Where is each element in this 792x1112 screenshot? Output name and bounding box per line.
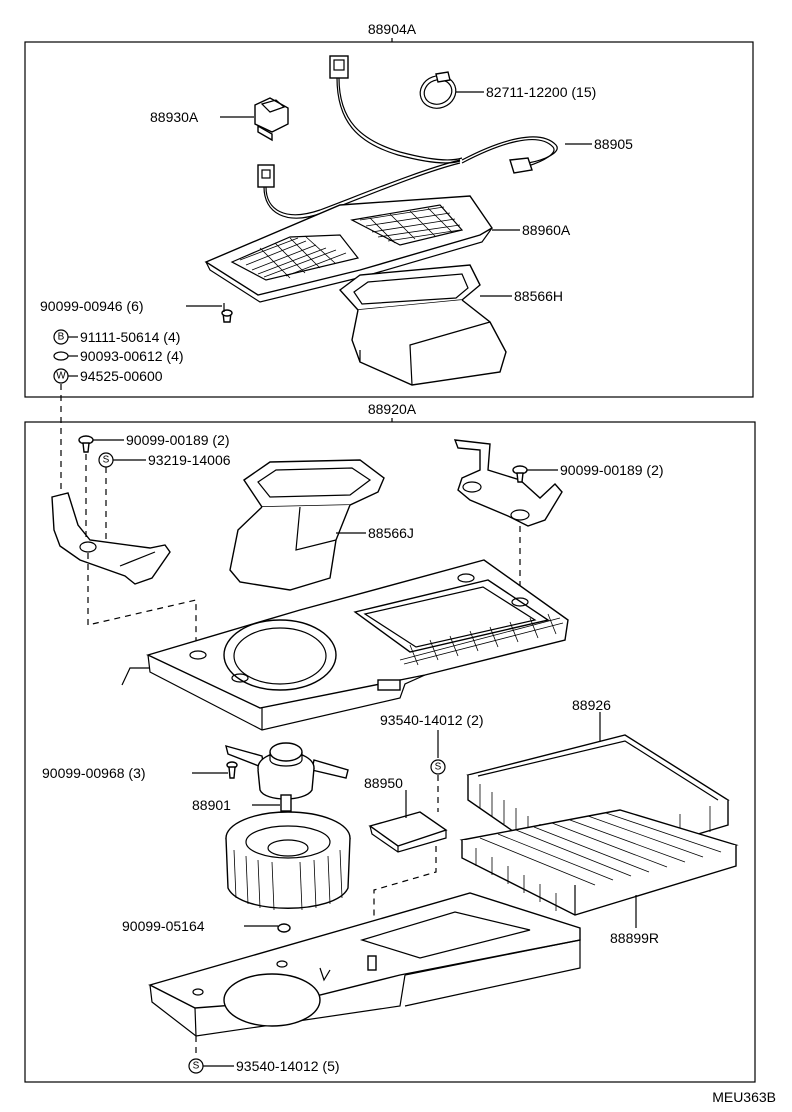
hardware-list-top: B 91111-50614 (4) 90093-00612 (4) W 9452…	[53, 329, 184, 384]
part-90099-05164-clip: 90099-05164	[122, 918, 291, 934]
symbol-b: B	[58, 332, 65, 343]
label-93540-14012-2: 93540-14012 (2)	[380, 712, 484, 728]
label-88899r: 88899R	[610, 930, 659, 946]
part-88930a-switch: 88930A	[150, 97, 289, 142]
part-right-bracket	[453, 439, 563, 527]
label-94525-00600: 94525-00600	[80, 368, 163, 384]
part-left-bracket	[51, 492, 171, 585]
part-93219-14006: S 93219-14006	[98, 452, 231, 540]
assembly-top-label: 88904A	[368, 21, 417, 37]
part-88950-resistor: 88950	[364, 775, 448, 950]
assembly-88920a: 88920A 90099-00189 (2) S 93219-14006	[24, 384, 756, 1083]
label-88566h: 88566H	[514, 288, 563, 304]
label-88901: 88901	[192, 797, 231, 813]
part-93540-14012-5: S 93540-14012 (5)	[188, 1036, 340, 1074]
label-90099-00946: 90099-00946 (6)	[40, 298, 144, 314]
label-93219-14006: 93219-14006	[148, 452, 231, 468]
label-88566j: 88566J	[368, 525, 414, 541]
label-90099-05164: 90099-05164	[122, 918, 205, 934]
label-90093-00612: 90093-00612 (4)	[80, 348, 184, 364]
part-82711-clamp: 82711-12200 (15)	[419, 71, 596, 109]
part-90099-00946-screw: 90099-00946 (6)	[40, 298, 233, 323]
label-90099-00968: 90099-00968 (3)	[42, 765, 146, 781]
label-88950: 88950	[364, 775, 403, 791]
label-90099-00189-left: 90099-00189 (2)	[126, 432, 230, 448]
part-88905-wire-harness: 88905	[257, 55, 633, 219]
part-88901-blower-motor: 88901	[192, 742, 349, 813]
symbol-s-93540-5: S	[193, 1061, 200, 1072]
symbol-w: W	[56, 371, 66, 382]
label-88905: 88905	[594, 136, 633, 152]
part-93540-14012-2: 93540-14012 (2) S	[380, 712, 484, 812]
part-88566h-duct: 88566H	[338, 264, 563, 386]
label-82711-12200: 82711-12200 (15)	[486, 84, 596, 100]
part-90099-00189-screw-right: 90099-00189 (2)	[512, 462, 664, 598]
part-blower-housing-upper	[121, 559, 569, 731]
part-90099-00968-screw: 90099-00968 (3)	[42, 761, 238, 781]
label-93540-14012-5: 93540-14012 (5)	[236, 1058, 340, 1074]
part-blower-fan-wheel	[225, 811, 351, 911]
symbol-s-93540-2: S	[435, 762, 442, 773]
part-88960a-cover-panel: 88960A	[204, 195, 571, 303]
symbol-s-93219: S	[103, 455, 110, 466]
part-88566j-duct: 88566J	[229, 459, 414, 591]
assembly-top-frame	[24, 41, 754, 398]
part-blower-case-lower	[148, 892, 581, 1037]
label-88960a: 88960A	[522, 222, 571, 238]
part-90099-00189-screw-left: 90099-00189 (2)	[78, 432, 230, 540]
figure-code: MEU363B	[712, 1089, 776, 1105]
assembly-bottom-label: 88920A	[368, 401, 417, 417]
label-90099-00189-right: 90099-00189 (2)	[560, 462, 664, 478]
assembly-88904a: 88904A 88930A 88905	[24, 21, 754, 398]
assembly-bottom-frame	[24, 421, 756, 1083]
label-88930a: 88930A	[150, 109, 199, 125]
label-88926: 88926	[572, 697, 611, 713]
label-91111-50614: 91111-50614 (4)	[80, 329, 180, 345]
part-88899r-filter: 88899R	[459, 809, 739, 946]
